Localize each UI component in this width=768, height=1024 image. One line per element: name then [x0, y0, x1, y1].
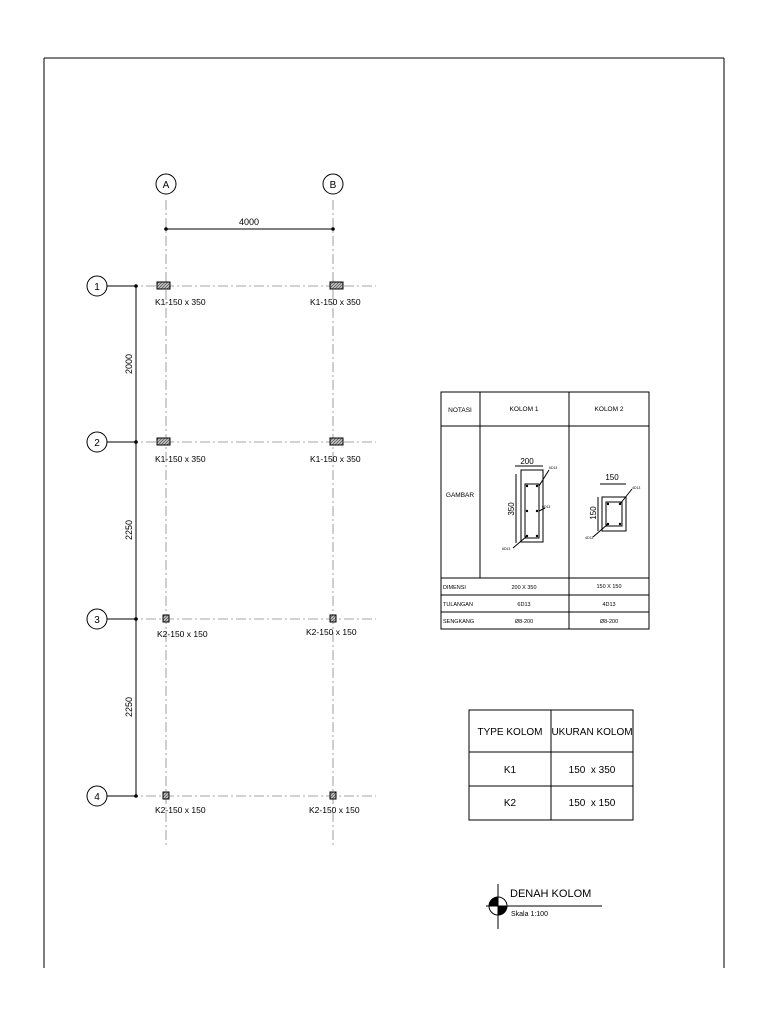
k1-section-drawing: 200 350 6D13 6D13 6D13 — [502, 457, 557, 551]
grid-label-1: 1 — [94, 282, 100, 293]
drawing-title: DENAH KOLOM — [510, 888, 591, 900]
size-k1: 150 x 350 — [569, 765, 616, 776]
k1-bar-bottom: 6D13 — [502, 547, 510, 551]
header-kolom-1: KOLOM 1 — [510, 406, 539, 413]
row-label-sengkang: SENGKANG — [443, 619, 474, 625]
dimension-23-label: 2250 — [124, 520, 134, 540]
header-ukuran-kolom: UKURAN KOLOM — [551, 727, 632, 738]
column-label-r3a: K2-150 x 150 — [157, 629, 208, 639]
size-k2: 150 x 150 — [569, 798, 616, 809]
column-type-table: TYPE KOLOM UKURAN KOLOM K1 150 x 350 K2 … — [468, 709, 634, 821]
header-notasi: NOTASI — [448, 407, 472, 414]
dimension-12-label: 2000 — [124, 354, 134, 374]
k1-tulangan: 6D13 — [517, 602, 530, 608]
row-label-tulangan: TULANGAN — [443, 602, 473, 608]
type-k2: K2 — [504, 798, 517, 809]
k1-bar-side: 6D13 — [542, 505, 550, 509]
header-kolom-2: KOLOM 2 — [595, 406, 624, 413]
column-label-r3b: K2-150 x 150 — [306, 627, 357, 637]
grid-bubble-2: 2 — [86, 431, 136, 453]
column-label-r2a: K1-150 x 350 — [155, 454, 206, 464]
column-label-r4b: K2-150 x 150 — [309, 805, 360, 815]
k2-dimensi: 150 X 150 — [596, 584, 621, 590]
drawing-scale: Skala 1:100 — [511, 911, 548, 918]
grid-label-3: 3 — [94, 615, 100, 626]
dimension-ab-label: 4000 — [239, 217, 259, 227]
k1-dimensi: 200 X 350 — [511, 585, 536, 591]
column-label-r2b: K1-150 x 350 — [310, 454, 361, 464]
grid-label-4: 4 — [94, 792, 100, 803]
grid-label-2: 2 — [94, 438, 100, 449]
grid-bubble-3: 3 — [86, 608, 136, 630]
k1-bar-top: 6D13 — [549, 466, 557, 470]
column-k1-r2a — [156, 437, 171, 446]
k2-height: 150 — [589, 506, 598, 520]
grid-bubble-b: B — [322, 173, 344, 195]
column-k1-r2b — [329, 437, 344, 446]
k1-width: 200 — [520, 457, 534, 466]
k2-tulangan: 4D13 — [602, 602, 615, 608]
type-k1: K1 — [504, 765, 517, 776]
column-k1-r1b — [329, 281, 344, 290]
column-k2-r4b — [329, 791, 337, 800]
k2-section-drawing: 150 150 4D13 4D13 — [585, 473, 640, 540]
grid-bubble-1: 1 — [86, 275, 136, 297]
header-type-kolom: TYPE KOLOM — [477, 727, 542, 738]
column-k2-r4a — [162, 791, 170, 800]
k1-height: 350 — [507, 502, 516, 516]
grid-bubble-a: A — [155, 173, 177, 195]
k2-sengkang: Ø8-200 — [600, 619, 618, 625]
column-detail-table: NOTASI KOLOM 1 KOLOM 2 GAMBAR 200 350 6D… — [440, 391, 650, 630]
k2-width: 150 — [605, 473, 619, 482]
column-k2-r3b — [329, 614, 337, 623]
column-label-r1a: K1-150 x 350 — [155, 297, 206, 307]
gambar-label: GAMBAR — [446, 492, 474, 499]
grid-bubble-4: 4 — [86, 785, 136, 807]
k2-bar-top: 4D13 — [632, 486, 640, 490]
dimension-ab: 4000 — [164, 217, 335, 231]
dimension-rows: 2000 2250 2250 — [124, 284, 138, 798]
grid-label-a: A — [163, 180, 170, 191]
k2-bar-bottom: 4D13 — [585, 536, 593, 540]
row-label-dimensi: DIMENSI — [443, 585, 466, 591]
column-k1-r1a — [156, 281, 171, 290]
section-marker-icon — [486, 884, 508, 929]
k1-sengkang: Ø8-200 — [515, 619, 533, 625]
grid-label-b: B — [330, 180, 337, 191]
column-label-r1b: K1-150 x 350 — [310, 297, 361, 307]
column-label-r4a: K2-150 x 150 — [155, 805, 206, 815]
title-block: DENAH KOLOM Skala 1:100 — [486, 884, 602, 929]
dimension-34-label: 2250 — [124, 697, 134, 717]
column-k2-r3a — [162, 614, 170, 623]
